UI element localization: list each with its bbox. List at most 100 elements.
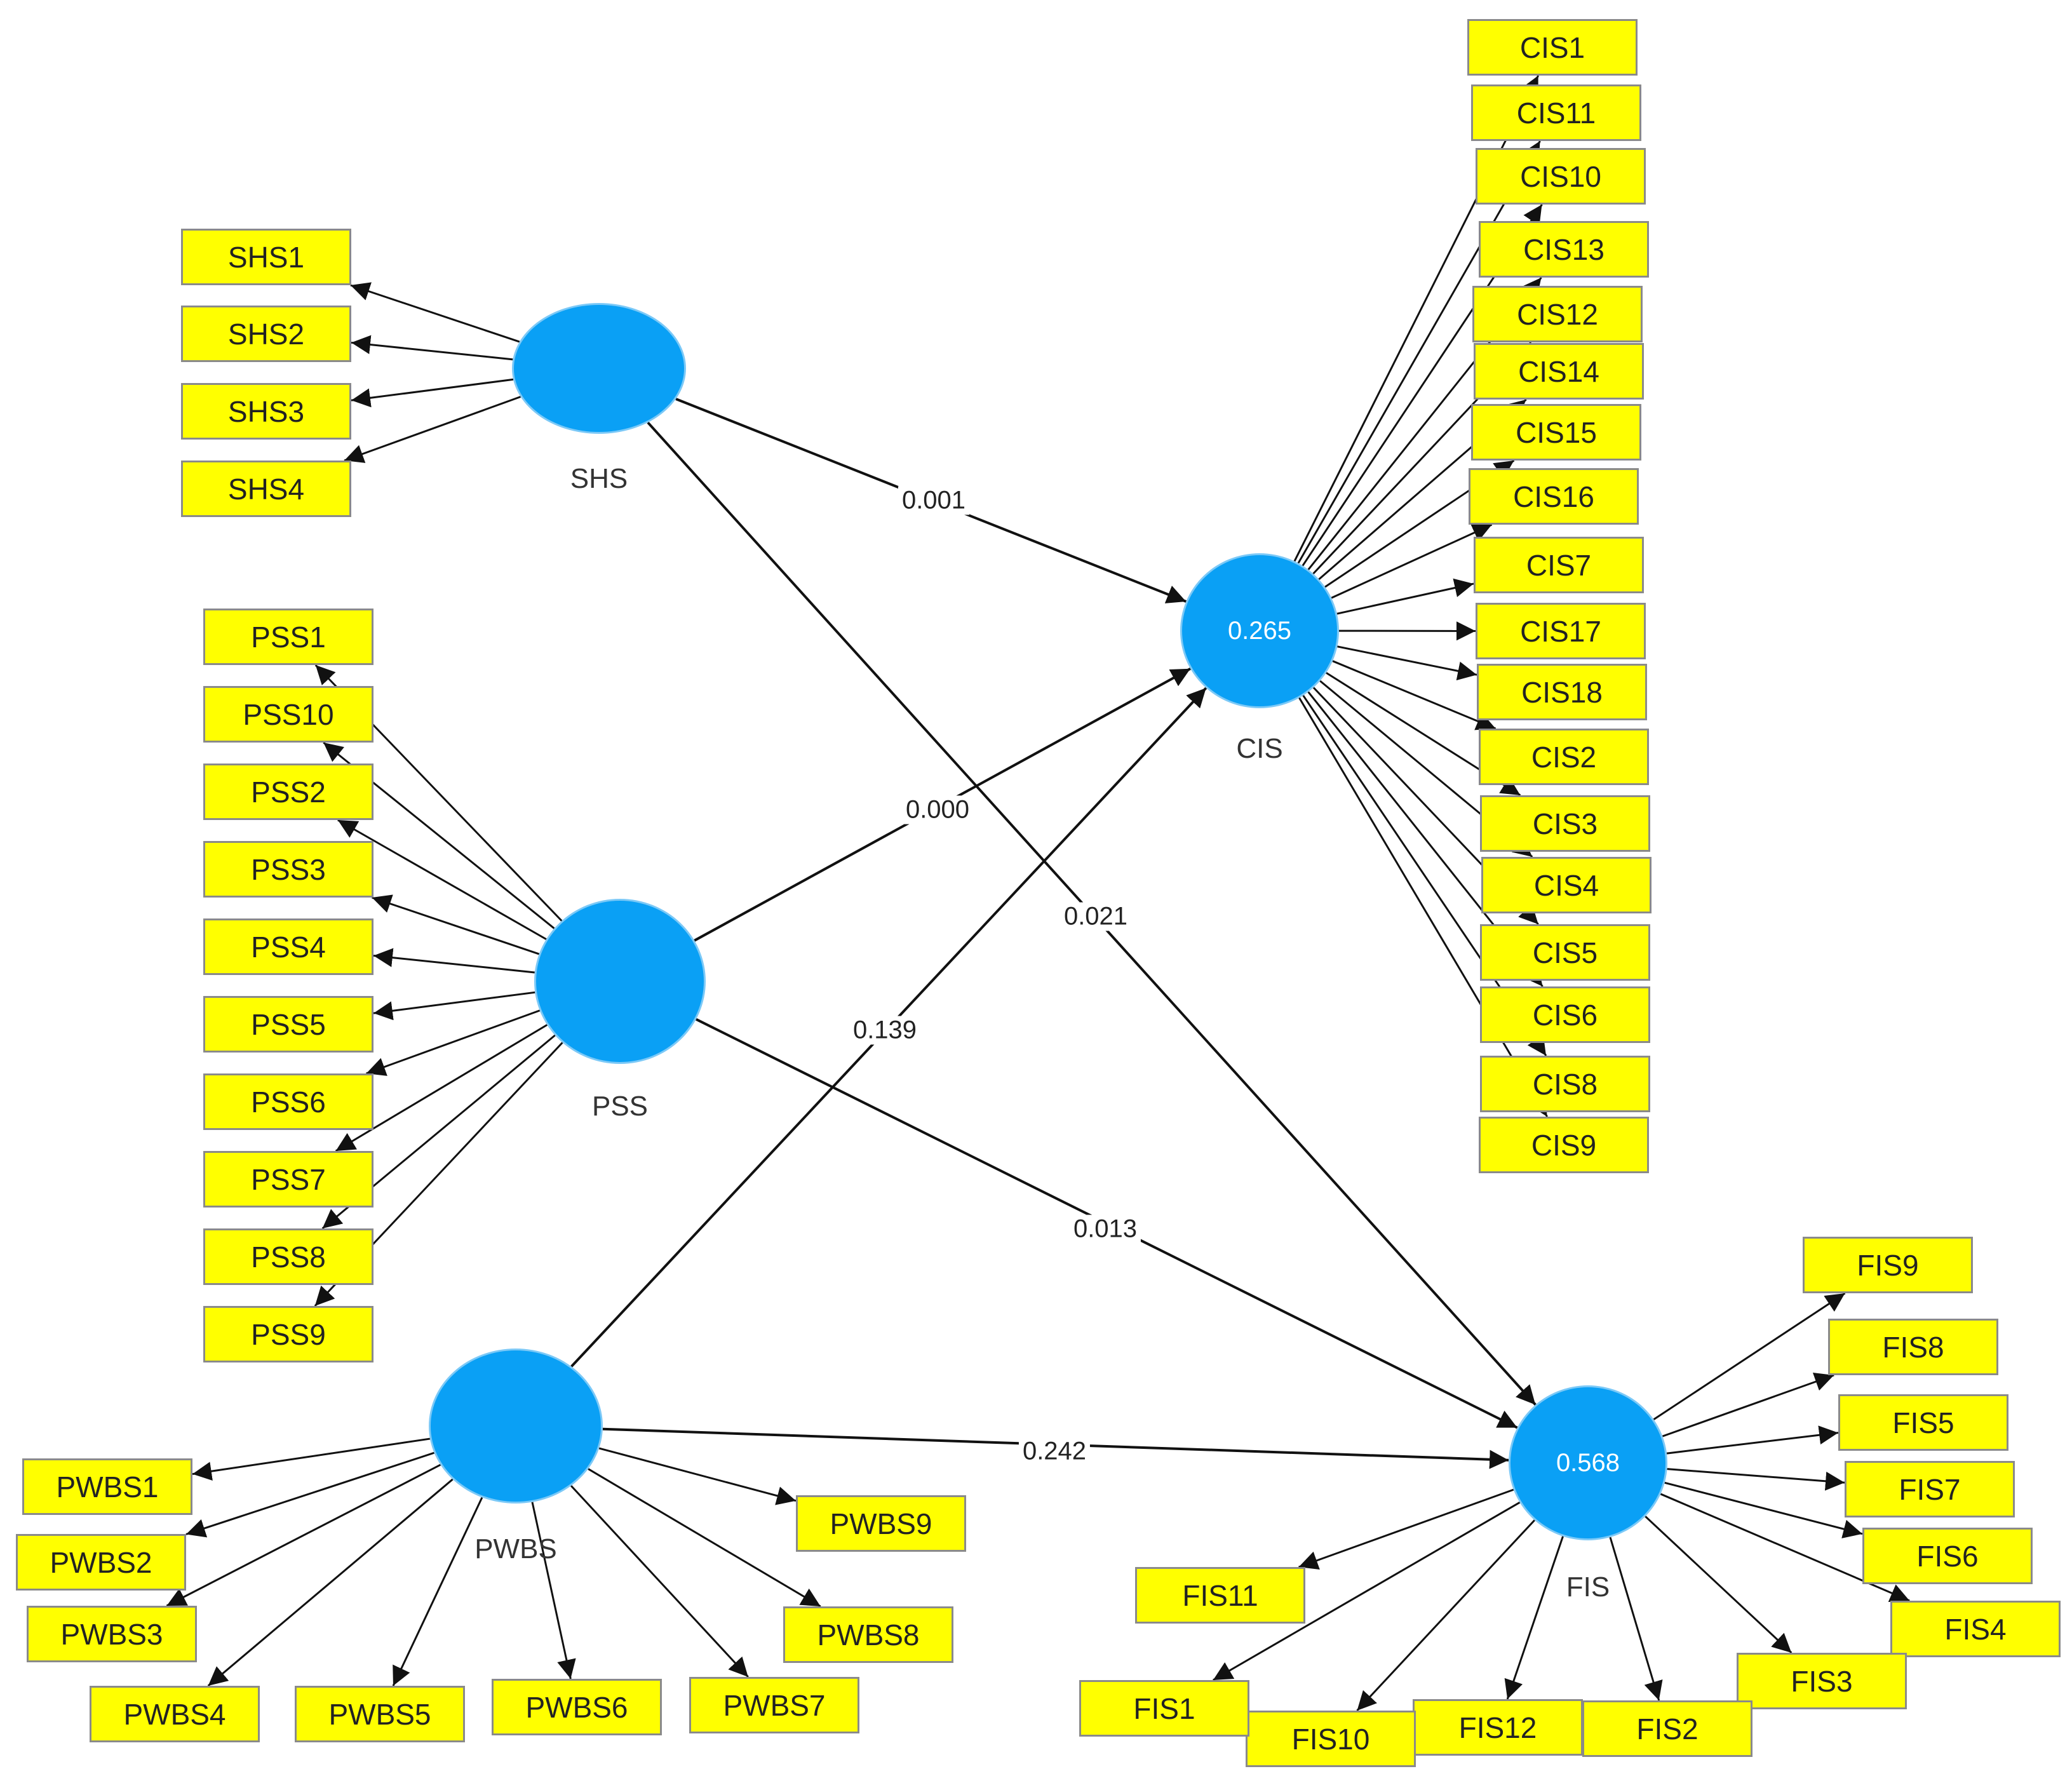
- indicator-fis6: FIS6: [1862, 1528, 2033, 1584]
- loading-arrow-cis18: [1337, 645, 1477, 681]
- indicator-pwbs6: PWBS6: [492, 1679, 662, 1735]
- loading-arrow-pss6: [366, 1009, 541, 1076]
- indicator-pss4: PSS4: [203, 918, 373, 975]
- latent-pss-label: PSS: [591, 1091, 649, 1122]
- indicator-cis15: CIS15: [1471, 404, 1641, 461]
- loading-arrow-fis12: [1504, 1536, 1564, 1700]
- latent-pss-circle[interactable]: [534, 899, 706, 1064]
- path-coefficient-pss-fis: 0.013: [1069, 1214, 1141, 1244]
- loading-arrow-fis10: [1356, 1519, 1535, 1712]
- loading-arrow-pwbs6: [531, 1502, 576, 1679]
- path-coefficient-pwbs-cis: 0.139: [849, 1016, 921, 1045]
- loading-arrow-pwbs7: [570, 1485, 749, 1678]
- loading-arrow-cis7: [1336, 578, 1474, 615]
- loading-arrow-pwbs3: [166, 1463, 441, 1607]
- latent-pwbs-label: PWBS: [474, 1533, 557, 1564]
- loading-arrow-fis8: [1662, 1372, 1834, 1437]
- latent-cis-label: CIS: [1236, 733, 1283, 764]
- indicator-fis9: FIS9: [1803, 1237, 1973, 1293]
- indicator-shs4: SHS4: [181, 461, 351, 517]
- indicator-fis3: FIS3: [1737, 1653, 1907, 1709]
- indicator-shs3: SHS3: [181, 383, 351, 440]
- indicator-fis5: FIS5: [1838, 1394, 2008, 1451]
- indicator-pss9: PSS9: [203, 1306, 373, 1362]
- indicator-cis13: CIS13: [1479, 221, 1649, 278]
- indicator-cis6: CIS6: [1480, 986, 1650, 1043]
- latent-fis-label: FIS: [1566, 1571, 1610, 1603]
- path-coefficient-shs-cis: 0.001: [898, 486, 970, 515]
- indicator-pwbs7: PWBS7: [689, 1677, 859, 1733]
- loading-arrow-cis9: [1298, 697, 1548, 1117]
- loading-arrow-pwbs2: [185, 1451, 434, 1538]
- loading-arrow-pwbs5: [392, 1497, 483, 1686]
- loading-arrow-pss3: [372, 894, 540, 955]
- loading-arrow-fis11: [1298, 1488, 1514, 1570]
- indicator-cis16: CIS16: [1469, 468, 1639, 525]
- indicator-fis10: FIS10: [1246, 1711, 1416, 1767]
- loading-arrow-cis16: [1331, 523, 1493, 599]
- loading-arrow-shs1: [350, 282, 520, 343]
- indicator-cis11: CIS11: [1471, 84, 1641, 141]
- indicator-cis5: CIS5: [1480, 924, 1650, 981]
- latent-shs-circle[interactable]: [512, 303, 686, 434]
- indicator-fis4: FIS4: [1890, 1601, 2061, 1657]
- indicator-cis17: CIS17: [1476, 603, 1646, 659]
- indicator-pwbs9: PWBS9: [796, 1495, 966, 1552]
- loading-arrow-fis5: [1666, 1425, 1839, 1455]
- loading-arrow-pss5: [373, 991, 535, 1021]
- loading-arrow-pwbs9: [598, 1447, 797, 1505]
- indicator-pss7: PSS7: [203, 1151, 373, 1208]
- loading-arrow-pwbs8: [588, 1468, 821, 1608]
- loading-arrow-pss4: [373, 948, 535, 974]
- loading-arrow-fis3: [1645, 1516, 1793, 1654]
- indicator-cis18: CIS18: [1477, 664, 1647, 720]
- latent-pwbs-circle[interactable]: [429, 1349, 603, 1504]
- loading-arrow-fis1: [1213, 1501, 1521, 1681]
- path-coefficient-shs-fis: 0.021: [1060, 902, 1132, 931]
- indicator-cis4: CIS4: [1481, 857, 1652, 913]
- indicator-fis2: FIS2: [1582, 1700, 1752, 1757]
- indicator-pss10: PSS10: [203, 686, 373, 743]
- indicator-shs2: SHS2: [181, 306, 351, 362]
- indicator-shs1: SHS1: [181, 229, 351, 285]
- loading-arrow-fis9: [1653, 1292, 1846, 1420]
- loading-arrow-cis11: [1297, 140, 1541, 564]
- indicator-pss1: PSS1: [203, 609, 373, 665]
- indicator-cis10: CIS10: [1476, 148, 1646, 205]
- indicator-pwbs8: PWBS8: [783, 1606, 953, 1663]
- loading-arrow-fis6: [1664, 1481, 1863, 1538]
- loading-arrow-fis7: [1667, 1468, 1845, 1491]
- loading-arrow-shs2: [351, 335, 513, 361]
- indicator-pss8: PSS8: [203, 1228, 373, 1285]
- indicator-pss6: PSS6: [203, 1073, 373, 1130]
- indicator-fis1: FIS1: [1079, 1680, 1249, 1737]
- indicator-cis12: CIS12: [1472, 286, 1643, 342]
- indicator-fis7: FIS7: [1845, 1461, 2015, 1517]
- indicator-cis9: CIS9: [1479, 1117, 1649, 1173]
- indicator-fis8: FIS8: [1828, 1319, 1998, 1375]
- indicator-cis8: CIS8: [1480, 1056, 1650, 1112]
- latent-fis-circle[interactable]: 0.568: [1509, 1385, 1667, 1540]
- indicator-pwbs2: PWBS2: [16, 1534, 186, 1591]
- indicator-pss5: PSS5: [203, 996, 373, 1053]
- indicator-pwbs1: PWBS1: [22, 1458, 192, 1515]
- indicator-pss3: PSS3: [203, 841, 373, 898]
- indicator-fis12: FIS12: [1413, 1699, 1583, 1756]
- indicator-pwbs5: PWBS5: [295, 1686, 465, 1742]
- indicator-cis2: CIS2: [1479, 729, 1649, 785]
- indicator-cis14: CIS14: [1474, 343, 1644, 400]
- loading-arrow-pwbs1: [192, 1437, 431, 1481]
- indicator-pwbs3: PWBS3: [27, 1606, 197, 1662]
- indicator-cis1: CIS1: [1467, 19, 1638, 76]
- loading-arrow-cis2: [1332, 660, 1497, 730]
- path-coefficient-pss-cis: 0.000: [901, 795, 974, 824]
- indicator-pss2: PSS2: [203, 764, 373, 820]
- loading-arrow-shs3: [351, 378, 514, 408]
- path-coefficient-pwbs-fis: 0.242: [1018, 1437, 1091, 1466]
- indicator-pwbs4: PWBS4: [90, 1686, 260, 1742]
- indicator-fis11: FIS11: [1135, 1567, 1305, 1624]
- loading-arrow-shs4: [344, 396, 521, 463]
- loading-arrow-fis2: [1609, 1537, 1663, 1701]
- latent-cis-circle[interactable]: 0.265: [1180, 553, 1339, 708]
